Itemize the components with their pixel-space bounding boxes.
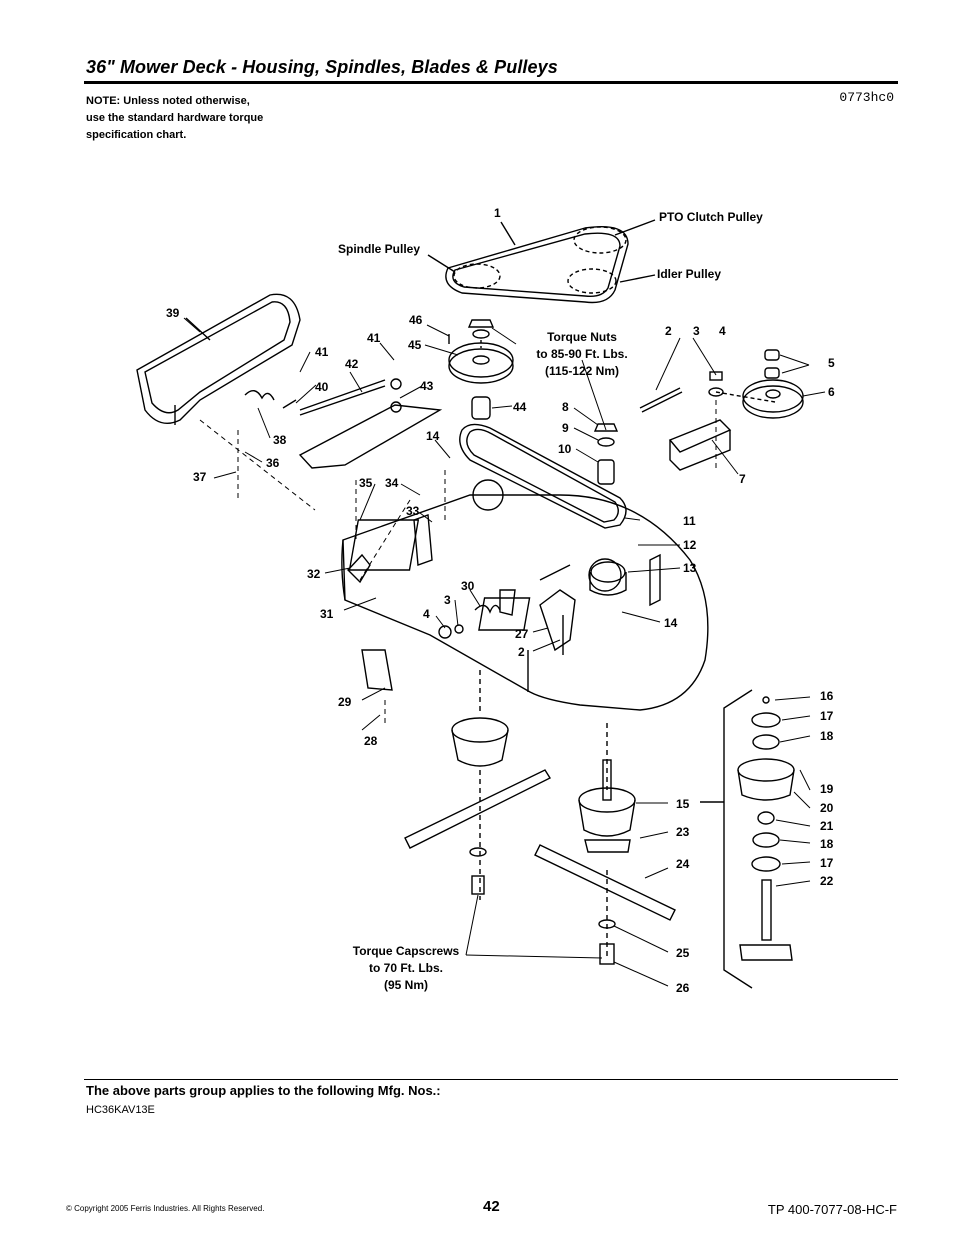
left-spindle-blade xyxy=(404,670,552,900)
callout: 1 xyxy=(494,206,501,220)
callout: 3 xyxy=(444,593,451,607)
callout: 18 xyxy=(820,729,834,743)
callout: 14 xyxy=(426,429,440,443)
note-line: NOTE: Unless noted otherwise, xyxy=(86,95,250,107)
torque-nuts-label: (115-122 Nm) xyxy=(545,364,619,378)
callout: 25 xyxy=(676,946,690,960)
callout: 32 xyxy=(307,567,321,581)
callout: 15 xyxy=(676,797,690,811)
callout: 3 xyxy=(693,324,700,338)
drawing-code: 0773hc0 xyxy=(839,90,894,105)
mfg-numbers: HC36KAV13E xyxy=(86,1104,155,1116)
idler-arm-13 xyxy=(539,553,661,607)
callout: 19 xyxy=(820,782,834,796)
spindle-kit-exploded xyxy=(700,689,795,989)
spindle-pulley-stack xyxy=(448,319,514,420)
callout: 22 xyxy=(820,874,834,888)
callout: 44 xyxy=(513,400,527,414)
callout: 26 xyxy=(676,981,690,995)
torque-nuts-label: to 85-90 Ft. Lbs. xyxy=(536,347,627,361)
callout: 36 xyxy=(266,456,280,470)
callout: 27 xyxy=(515,627,529,641)
callout: 17 xyxy=(820,856,834,870)
callout: 43 xyxy=(420,379,434,393)
note-line: specification chart. xyxy=(86,129,187,141)
callout: 24 xyxy=(676,857,690,871)
callout: 33 xyxy=(406,504,420,518)
callout-numbers: 1 2 3 4 5 6 7 8 9 10 11 12 13 14 14 15 1… xyxy=(166,206,835,995)
callout: 41 xyxy=(315,345,329,359)
belt-1 xyxy=(427,219,656,304)
spacer-stack-8-10 xyxy=(593,423,619,485)
callout: 45 xyxy=(408,338,422,352)
callout: 41 xyxy=(367,331,381,345)
callout: 9 xyxy=(562,421,569,435)
document-number: TP 400-7077-08-HC-F xyxy=(767,1202,897,1217)
callout: 28 xyxy=(364,734,378,748)
torque-note: NOTE: Unless noted otherwise, use the st… xyxy=(86,93,263,144)
deck-housing xyxy=(341,479,709,711)
spindle-pulley-label: Spindle Pulley xyxy=(338,242,420,256)
callout: 39 xyxy=(166,306,180,320)
callout: 42 xyxy=(345,357,359,371)
center-spindle-blade xyxy=(534,723,676,965)
callout: 20 xyxy=(820,801,834,815)
page-number: 42 xyxy=(483,1198,500,1215)
callout: 38 xyxy=(273,433,287,447)
torque-capscrews-label: (95 Nm) xyxy=(384,978,428,992)
pto-clutch-pulley-label: PTO Clutch Pulley xyxy=(659,210,763,224)
copyright: © Copyright 2005 Ferris Industries. All … xyxy=(66,1204,265,1213)
callout: 4 xyxy=(719,324,726,338)
callout: 10 xyxy=(558,442,572,456)
callout: 8 xyxy=(562,400,569,414)
callout: 16 xyxy=(820,689,834,703)
callout: 13 xyxy=(683,561,697,575)
assembly-guide-lines xyxy=(199,400,717,725)
callout: 31 xyxy=(320,607,334,621)
callout: 7 xyxy=(739,472,746,486)
callout: 14 xyxy=(664,616,678,630)
callout: 21 xyxy=(820,819,834,833)
belt-11 xyxy=(459,423,627,529)
callout: 23 xyxy=(676,825,690,839)
footer-rule xyxy=(84,1079,898,1080)
callout: 30 xyxy=(461,579,475,593)
callout: 4 xyxy=(423,607,430,621)
callout: 34 xyxy=(385,476,399,490)
applies-heading: The above parts group applies to the fol… xyxy=(86,1083,441,1098)
bracket-parts xyxy=(347,514,576,691)
callout: 35 xyxy=(359,476,373,490)
callout: 12 xyxy=(683,538,697,552)
callout: 2 xyxy=(518,645,525,659)
torque-capscrews-label: to 70 Ft. Lbs. xyxy=(369,961,443,975)
page-title: 36" Mower Deck - Housing, Spindles, Blad… xyxy=(86,57,558,77)
callout: 17 xyxy=(820,709,834,723)
callout: 2 xyxy=(665,324,672,338)
torque-capscrews-label: Torque Capscrews xyxy=(353,944,460,958)
callout: 18 xyxy=(820,837,834,851)
discharge-chute-39 xyxy=(136,293,301,425)
callout: 29 xyxy=(338,695,352,709)
note-line: use the standard hardware torque xyxy=(86,112,264,124)
torque-nuts-label: Torque Nuts xyxy=(547,330,617,344)
callout: 46 xyxy=(409,313,423,327)
leader-lines xyxy=(183,317,826,987)
callout: 37 xyxy=(193,470,207,484)
bracket-35 xyxy=(298,378,443,469)
idler-pulley-label: Idler Pulley xyxy=(657,267,721,281)
callout: 11 xyxy=(683,514,696,528)
callout: 6 xyxy=(828,385,835,399)
header-rule xyxy=(84,81,898,84)
callout: 5 xyxy=(828,356,835,370)
callout: 40 xyxy=(315,380,329,394)
